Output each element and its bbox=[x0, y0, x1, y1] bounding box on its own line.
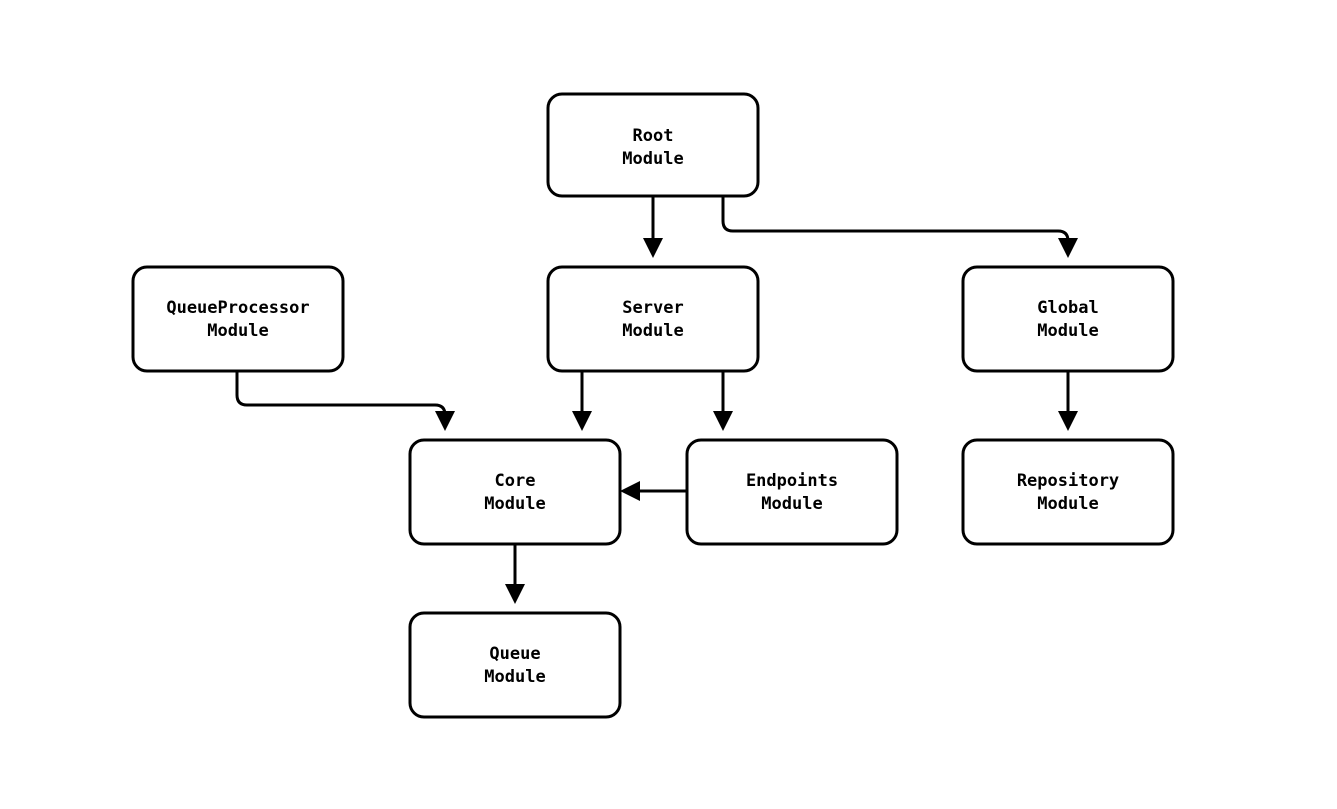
edge-global-to-repository bbox=[1058, 371, 1078, 431]
node-label-line1: Endpoints bbox=[746, 471, 838, 491]
node-label-line1: Repository bbox=[1017, 471, 1119, 491]
node-box[interactable] bbox=[408, 438, 622, 546]
edge-queueprocessor-to-core bbox=[235, 371, 455, 431]
node-box[interactable] bbox=[685, 438, 899, 546]
edge-server-to-core bbox=[572, 371, 592, 431]
node-label-line2: Module bbox=[1037, 494, 1098, 514]
node-label-line2: Module bbox=[207, 321, 268, 341]
node-box[interactable] bbox=[131, 265, 345, 373]
node-endpoints-module[interactable]: Endpoints Module bbox=[685, 438, 899, 546]
node-box[interactable] bbox=[961, 265, 1175, 373]
arrowhead-down-icon bbox=[1058, 411, 1078, 431]
node-label-line1: Core bbox=[495, 471, 536, 491]
node-repository-module[interactable]: Repository Module bbox=[961, 438, 1175, 546]
node-label-line2: Module bbox=[622, 149, 683, 169]
node-core-module[interactable]: Core Module bbox=[408, 438, 622, 546]
node-label-line2: Module bbox=[761, 494, 822, 514]
node-box[interactable] bbox=[546, 92, 760, 198]
node-box[interactable] bbox=[408, 611, 622, 719]
edge-endpoints-to-core bbox=[620, 481, 687, 501]
arrowhead-down-icon bbox=[572, 411, 592, 431]
arrowhead-down-icon bbox=[505, 584, 525, 604]
node-label-line1: Queue bbox=[489, 644, 540, 664]
edge-line bbox=[721, 196, 1070, 243]
arrowhead-down-icon bbox=[643, 238, 663, 258]
node-global-module[interactable]: Global Module bbox=[961, 265, 1175, 373]
arrowhead-left-icon bbox=[620, 481, 640, 501]
node-label-line2: Module bbox=[1037, 321, 1098, 341]
node-label-line2: Module bbox=[484, 494, 545, 514]
node-box[interactable] bbox=[546, 265, 760, 373]
node-queue-module[interactable]: Queue Module bbox=[408, 611, 622, 719]
node-label-line1: Server bbox=[622, 298, 683, 318]
node-box[interactable] bbox=[961, 438, 1175, 546]
edge-core-to-queue bbox=[505, 544, 525, 604]
arrowhead-down-icon bbox=[713, 411, 733, 431]
edge-root-to-server bbox=[643, 196, 663, 258]
node-queueprocessor-module[interactable]: QueueProcessor Module bbox=[131, 265, 345, 373]
node-label-line2: Module bbox=[484, 667, 545, 687]
node-server-module[interactable]: Server Module bbox=[546, 265, 760, 373]
node-label-line2: Module bbox=[622, 321, 683, 341]
edge-server-to-endpoints bbox=[713, 371, 733, 431]
node-label-line1: Root bbox=[633, 126, 674, 146]
arrowhead-down-icon bbox=[1058, 238, 1078, 258]
edge-root-to-global bbox=[721, 196, 1078, 258]
node-label-line1: Global bbox=[1037, 298, 1098, 318]
node-label-line1: QueueProcessor bbox=[166, 298, 309, 318]
arrowhead-down-icon bbox=[435, 411, 455, 431]
edge-line bbox=[235, 371, 447, 416]
node-root-module[interactable]: Root Module bbox=[546, 92, 760, 198]
